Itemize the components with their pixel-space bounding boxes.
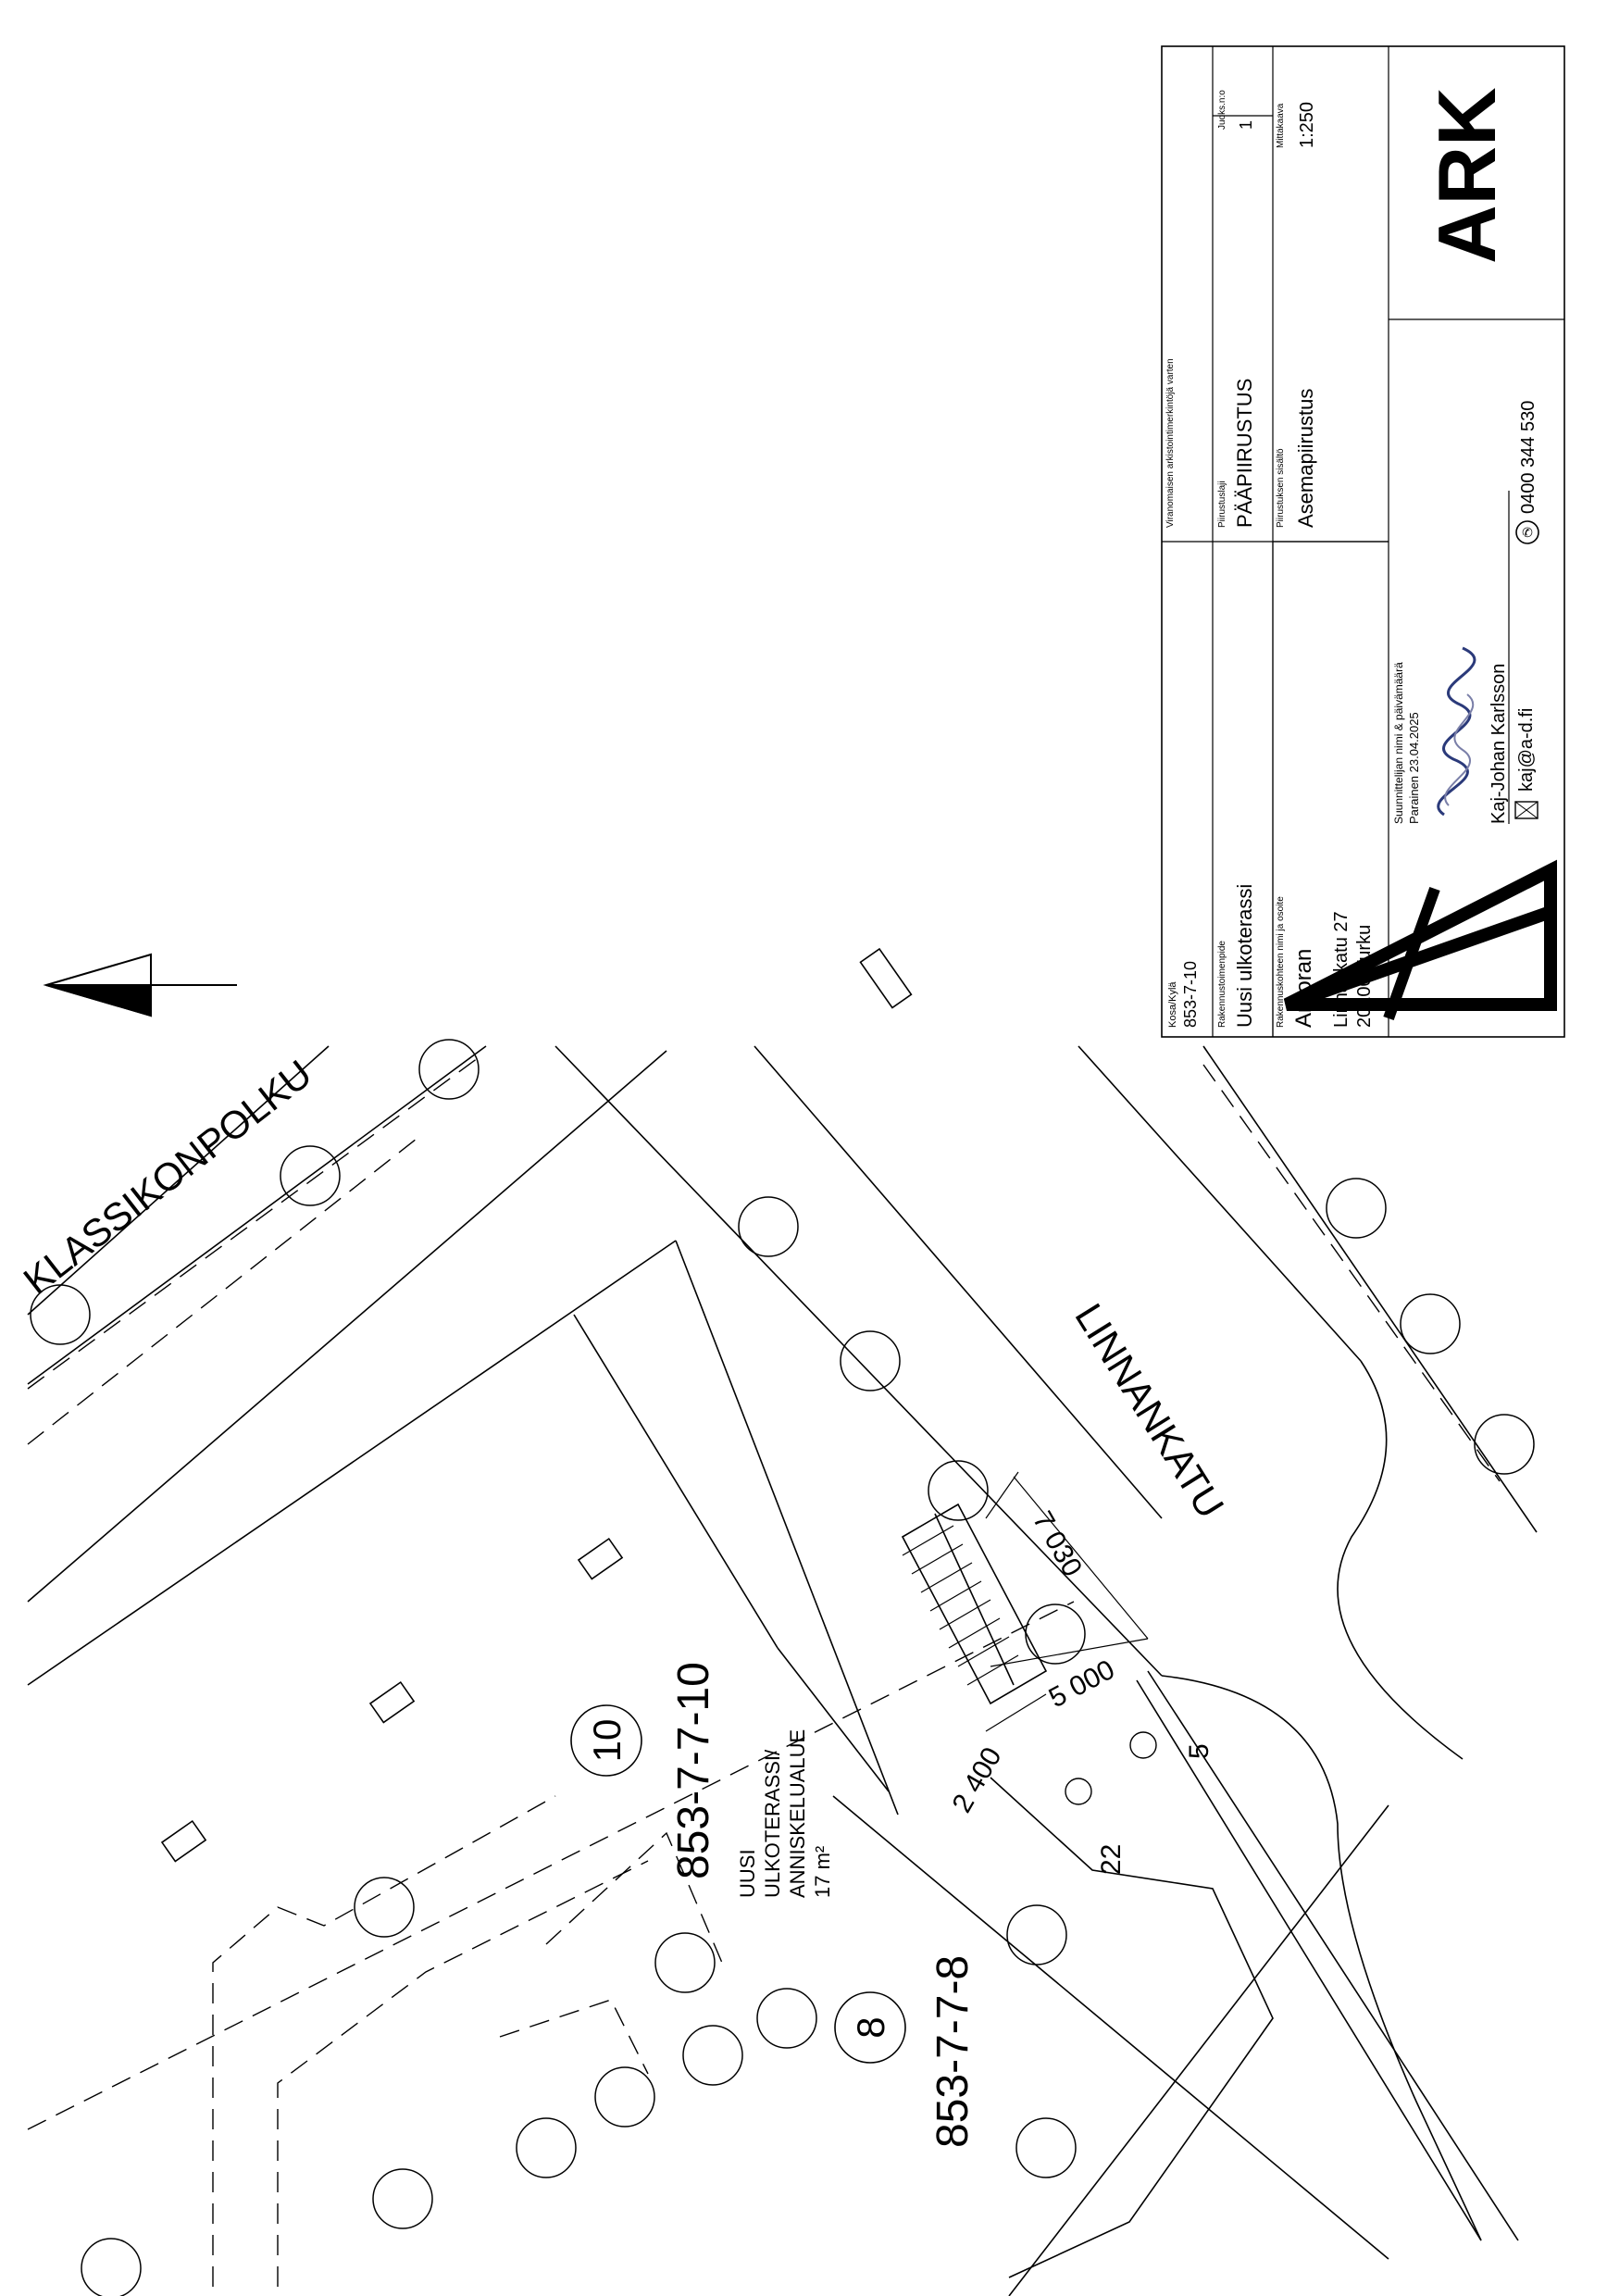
serial-value: 1 — [1237, 120, 1255, 130]
dimension-lines — [985, 1471, 1149, 1732]
project-label: Rakennustoimenpide — [1217, 941, 1227, 1028]
svg-text:17 m²: 17 m² — [811, 1846, 834, 1898]
scale-value: 1:250 — [1297, 102, 1317, 148]
plot-number-10: 10 — [570, 1704, 642, 1777]
designer-date: Parainen 23.04.2025 — [1407, 712, 1421, 824]
svg-text:UUSI: UUSI — [736, 1849, 759, 1898]
project-value: Uusi ulkoterassi — [1233, 884, 1256, 1028]
signature-icon — [1437, 646, 1476, 817]
plot-id-main: 853-7-7-10 — [669, 1662, 718, 1879]
plot-id-south: 853-7-7-8 — [928, 1955, 978, 2148]
site-label: Rakennuskohteen nimi ja osoite — [1276, 896, 1286, 1028]
address-marker-22: 22 — [1065, 1778, 1127, 1875]
plot-boundaries — [27, 1054, 1501, 2287]
site-name: Arooran — [1291, 949, 1316, 1028]
content-value: Asemapiirustus — [1294, 389, 1317, 528]
svg-text:5: 5 — [1184, 1743, 1215, 1759]
discipline-code: ARK — [1421, 87, 1513, 264]
phone-number: 0400 344 530 — [1518, 401, 1538, 514]
email-address: kaj@a-d.fi — [1516, 708, 1537, 792]
svg-text:8: 8 — [849, 2016, 892, 2038]
village-label: Kosa/Kylä — [1167, 981, 1178, 1028]
plot-number-8: 8 — [834, 1991, 906, 2064]
svg-text:10: 10 — [585, 1719, 629, 1763]
village-value: 853-7-10 — [1181, 961, 1200, 1028]
terrace-label: UUSI ULKOTERASSI/ ANNISKELUALUE 17 m² — [736, 1729, 834, 1898]
content-label: Piirustuksen sisältö — [1276, 448, 1286, 528]
designer-name: Kaj-Johan Karlsson — [1489, 664, 1509, 824]
street-linework — [27, 947, 1538, 2296]
email-icon — [1514, 801, 1538, 819]
title-block: Viranomaisen arkistointimerkintöjä varte… — [1161, 45, 1565, 1038]
street-name-klassikonpolku: KLASSIKONPOLKU — [16, 1052, 320, 1303]
phone-icon: ✆ — [1515, 520, 1539, 544]
svg-text:✆: ✆ — [1522, 525, 1533, 540]
trees — [30, 1039, 1535, 2296]
terrace-hatch — [902, 1525, 1019, 1686]
site-city: 20100 Turku — [1354, 925, 1375, 1028]
site-street: Linnankatu 27 — [1331, 911, 1352, 1028]
company-logo-icon — [1283, 859, 1557, 1021]
designer-label: Suunnittelijan nimi & päivämäärä — [1392, 662, 1405, 824]
svg-text:ANNISKELUALUE: ANNISKELUALUE — [786, 1729, 809, 1898]
svg-text:ULKOTERASSI/: ULKOTERASSI/ — [761, 1749, 784, 1898]
drawing-type-value: PÄÄPIIRUSTUS — [1233, 379, 1256, 528]
dimension-offset: 2 400 — [946, 1742, 1007, 1818]
svg-text:22: 22 — [1096, 1844, 1127, 1875]
north-arrow-icon — [43, 953, 237, 1017]
scale-label: Mittakaava — [1276, 103, 1286, 148]
address-marker-5: 5 — [1129, 1731, 1215, 1759]
drawing-type-label: Piirustuslaji — [1217, 480, 1227, 528]
serial-label: Juoks.n:o — [1217, 90, 1227, 130]
authority-label: Viranomaisen arkistointimerkintöjä varte… — [1165, 358, 1176, 528]
street-name-linnankatu: LINNANKATU — [1066, 1296, 1232, 1526]
